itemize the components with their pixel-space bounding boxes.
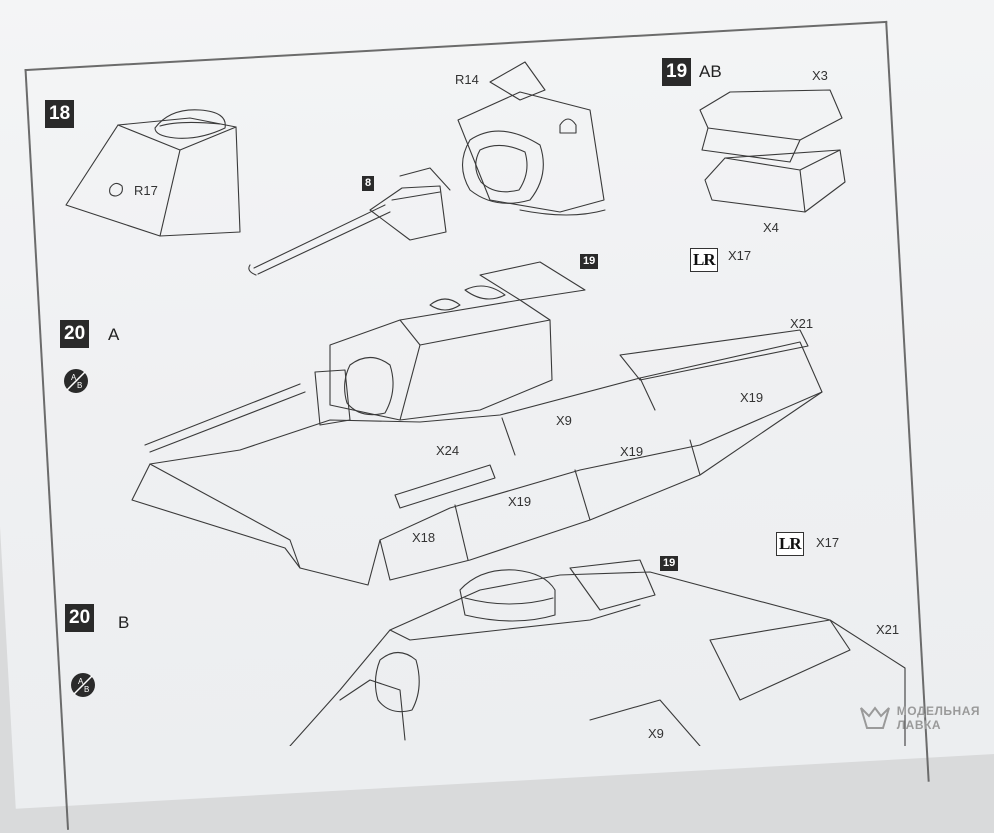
step-19-suffix: AB <box>699 62 722 81</box>
part-label-r14: R14 <box>455 72 479 87</box>
step-19-badge: 19 <box>662 58 692 86</box>
ab-icon-a: A <box>78 677 84 686</box>
part-label-x9: X9 <box>648 726 664 741</box>
part-label-x19: X19 <box>740 390 764 405</box>
step-20b-badge: 20 <box>65 604 95 632</box>
step-20a-suffix: A <box>108 325 120 344</box>
part-label-x4: X4 <box>763 220 779 235</box>
part-label-x24: X24 <box>436 443 460 458</box>
line-drawings <box>65 61 906 746</box>
watermark: МОДЕЛЬНАЯ ЛАВКА <box>859 704 980 732</box>
hatch-parts-drawing <box>699 89 846 213</box>
ab-swap-icon: A B <box>71 673 95 697</box>
ab-icon-b: B <box>84 685 89 694</box>
part-label-x17: X17 <box>728 248 752 263</box>
ab-icon-b: B <box>77 381 82 390</box>
watermark-line-1: МОДЕЛЬНАЯ <box>896 704 980 718</box>
part-label-x3: X3 <box>812 68 828 83</box>
part-label-x21: X21 <box>790 316 814 331</box>
hull-drawing-20a <box>131 261 823 586</box>
ref-step-19-b: 19 <box>660 556 679 571</box>
turret-drawing-step18 <box>65 109 241 237</box>
part-label-x19: X19 <box>508 494 532 509</box>
watermark-line-2: ЛАВКА <box>896 718 942 732</box>
step-20b-suffix: B <box>118 613 130 632</box>
ref-step-8: 8 <box>362 176 375 191</box>
part-label-r17: R17 <box>134 183 158 198</box>
part-label-x18: X18 <box>412 530 436 545</box>
ab-icon-a: A <box>71 373 77 382</box>
part-label-x17: X17 <box>816 535 840 550</box>
part-label-x21: X21 <box>876 622 900 637</box>
hull-drawing-20b <box>289 559 906 746</box>
ab-swap-icon: A B <box>64 369 88 393</box>
part-label-x19: X19 <box>620 444 644 459</box>
part-label-x9: X9 <box>556 413 572 428</box>
lr-badge: LR <box>776 532 804 556</box>
gun-drawing <box>248 61 606 276</box>
lr-badge: LR <box>690 248 718 272</box>
watermark-logo-icon <box>859 706 890 729</box>
step-18-badge: 18 <box>45 100 75 128</box>
step-20a-badge: 20 <box>60 320 90 348</box>
ref-step-19-a: 19 <box>580 254 599 269</box>
